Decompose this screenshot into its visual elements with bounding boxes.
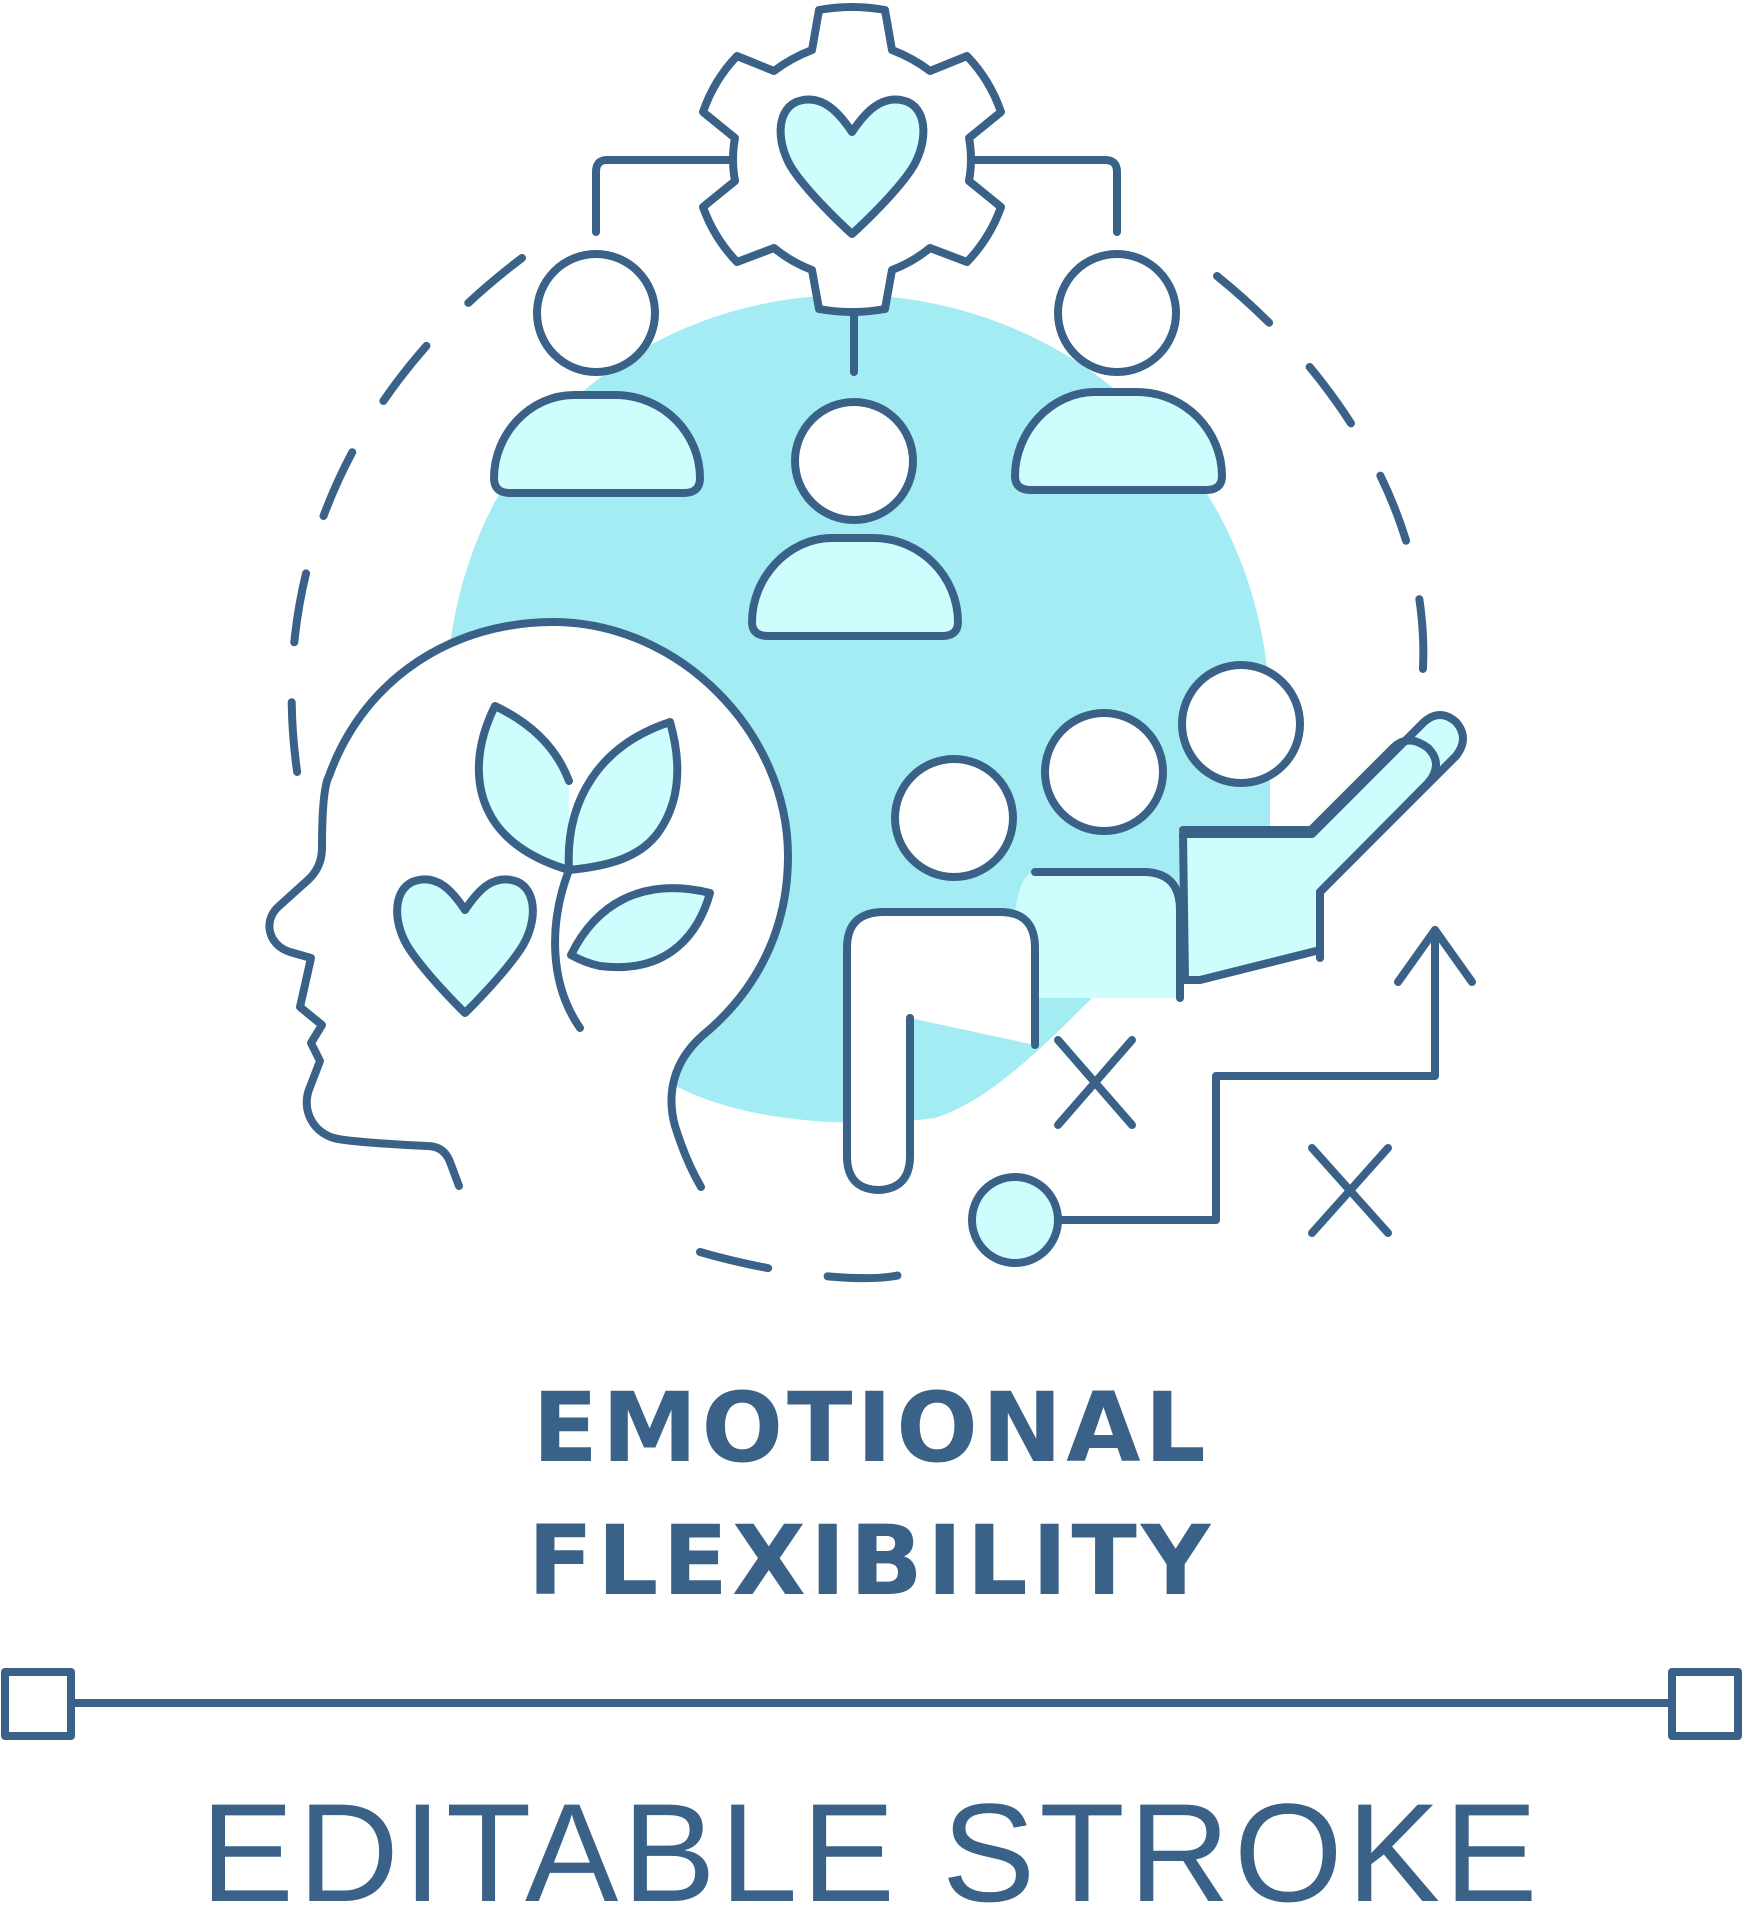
path-line [1048, 926, 1439, 1224]
heart-icon [776, 95, 928, 238]
gear-icon [699, 3, 1005, 316]
person-icon [490, 250, 704, 497]
heart-icon [393, 875, 537, 1017]
cross-icon [1308, 1144, 1392, 1237]
endpoint-handle-left [1, 1668, 75, 1740]
connector-left [592, 156, 736, 236]
title-line-2: FLEXIBILITY [527, 1505, 1215, 1617]
connector-right [968, 156, 1121, 236]
person-icon [748, 398, 962, 640]
dashed-arc [1213, 272, 1428, 704]
person-icon [1010, 709, 1184, 1002]
person-icon [1011, 250, 1226, 494]
node-icon [968, 1173, 1062, 1267]
dashed-arc [287, 254, 526, 794]
endpoint-handle-right [1668, 1668, 1742, 1740]
leaf-icon [474, 702, 714, 1032]
footer-label: EDITABLE STROKE [200, 1774, 1542, 1931]
cross-icon [1054, 1036, 1136, 1129]
arrow-up-icon [1394, 926, 1476, 986]
title-line-1: EMOTIONAL [532, 1372, 1210, 1484]
person-icon [1178, 661, 1467, 984]
dashed-arc [696, 1248, 904, 1283]
person-icon [843, 755, 1039, 1194]
